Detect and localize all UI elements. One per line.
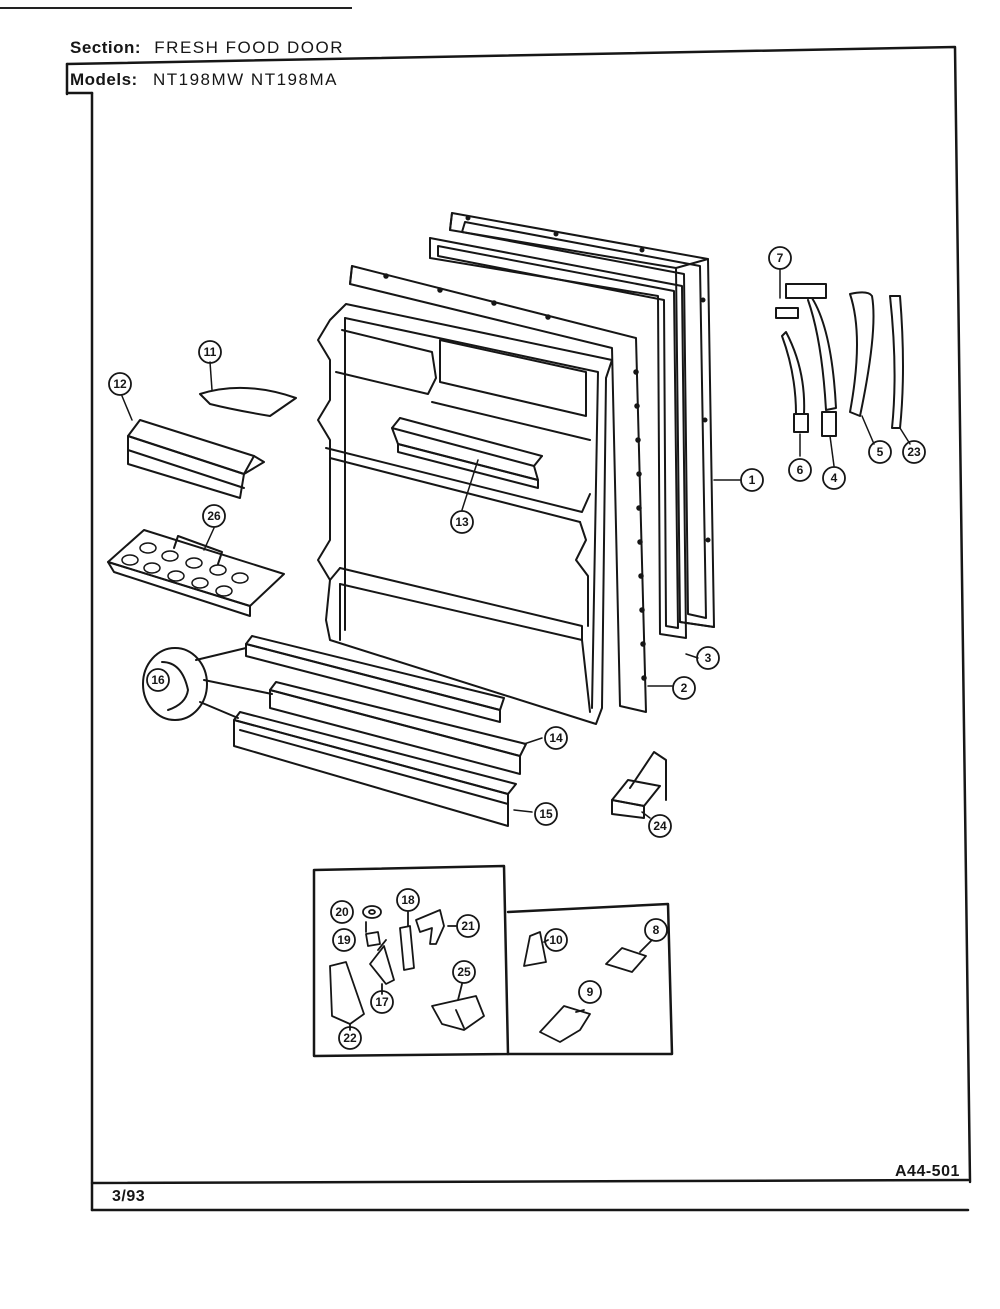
- revision-date: 3/93: [112, 1188, 146, 1205]
- shelf-bar-13: [391, 417, 543, 489]
- svg-text:25: 25: [457, 965, 471, 979]
- svg-text:9: 9: [587, 985, 594, 999]
- svg-text:20: 20: [335, 905, 349, 919]
- svg-text:23: 23: [907, 445, 921, 459]
- callout-12: 12: [108, 372, 132, 396]
- callout-4: 4: [822, 466, 846, 490]
- svg-text:11: 11: [204, 345, 217, 359]
- door-gasket: [429, 237, 687, 639]
- callout-markers: 1 2 3 4 5 6 7 8 9 10 11 12 13 14 15 16 1…: [108, 246, 926, 1050]
- callout-7: 7: [768, 246, 792, 270]
- callout-3: 3: [696, 646, 720, 670]
- svg-text:4: 4: [831, 471, 838, 485]
- svg-text:15: 15: [539, 807, 553, 821]
- svg-text:19: 19: [337, 933, 351, 947]
- svg-text:26: 26: [207, 509, 221, 523]
- svg-text:14: 14: [549, 731, 563, 745]
- hinge-parts-upper: [775, 283, 904, 437]
- section-label: Section:: [70, 38, 142, 57]
- callout-24: 24: [648, 814, 672, 838]
- retainer-cap-16: [142, 647, 273, 721]
- callout-23: 23: [902, 440, 926, 464]
- callout-1: 1: [740, 468, 764, 492]
- svg-text:22: 22: [343, 1031, 357, 1045]
- shelf-bar-15: [233, 711, 517, 827]
- models-label: Models:: [70, 70, 138, 89]
- page-frame: [65, 45, 972, 1212]
- callout-13: 13: [450, 510, 474, 534]
- models-list: NT198MW NT198MA: [152, 70, 338, 89]
- svg-text:3: 3: [705, 651, 712, 665]
- svg-text:13: 13: [455, 515, 469, 529]
- callout-15: 15: [534, 802, 558, 826]
- inner-liner-shelves: [317, 303, 613, 725]
- svg-text:8: 8: [653, 923, 660, 937]
- models-row: Models: NT198MW NT198MA: [70, 70, 338, 90]
- svg-text:5: 5: [877, 445, 884, 459]
- callout-2: 2: [672, 676, 696, 700]
- svg-text:1: 1: [749, 473, 756, 487]
- callout-9: 9: [578, 980, 602, 1004]
- callout-21: 21: [456, 914, 480, 938]
- section-title: FRESH FOOD DOOR: [154, 38, 344, 57]
- callout-16: 16: [146, 668, 170, 692]
- top-rule: [0, 7, 352, 9]
- svg-text:21: 21: [461, 919, 475, 933]
- egg-tray-26: [107, 529, 285, 617]
- callout-22: 22: [338, 1026, 362, 1050]
- shelf-bar-14-upper: [245, 635, 505, 723]
- callout-17: 17: [370, 990, 394, 1014]
- svg-text:18: 18: [401, 893, 415, 907]
- callout-26: 26: [202, 504, 226, 528]
- drawing-number: A44-501: [895, 1163, 960, 1180]
- svg-text:24: 24: [653, 819, 667, 833]
- callout-25: 25: [452, 960, 476, 984]
- svg-text:7: 7: [777, 251, 784, 265]
- callout-5: 5: [868, 440, 892, 464]
- svg-text:17: 17: [375, 995, 389, 1009]
- callout-14: 14: [544, 726, 568, 750]
- hardware-kit-box-right: [506, 902, 674, 1056]
- callout-19: 19: [332, 928, 356, 952]
- callout-20: 20: [330, 900, 354, 924]
- callout-8: 8: [644, 918, 668, 942]
- butter-door-11: [199, 386, 297, 417]
- callout-6: 6: [788, 458, 812, 482]
- callout-10: 10: [544, 928, 568, 952]
- svg-text:10: 10: [549, 933, 563, 947]
- svg-text:6: 6: [797, 463, 804, 477]
- door-stop-24: [611, 751, 667, 819]
- callout-11: 11: [198, 340, 222, 364]
- callout-18: 18: [396, 888, 420, 912]
- butter-compartment-12: [127, 419, 265, 499]
- door-outer-panel: [449, 212, 715, 628]
- hardware-parts: [329, 905, 653, 1043]
- leader-lines: [121, 269, 911, 819]
- section-row: Section: FRESH FOOD DOOR: [70, 38, 344, 58]
- door-liner: [349, 265, 647, 713]
- svg-text:12: 12: [113, 377, 127, 391]
- svg-text:16: 16: [151, 673, 165, 687]
- svg-text:2: 2: [681, 681, 688, 695]
